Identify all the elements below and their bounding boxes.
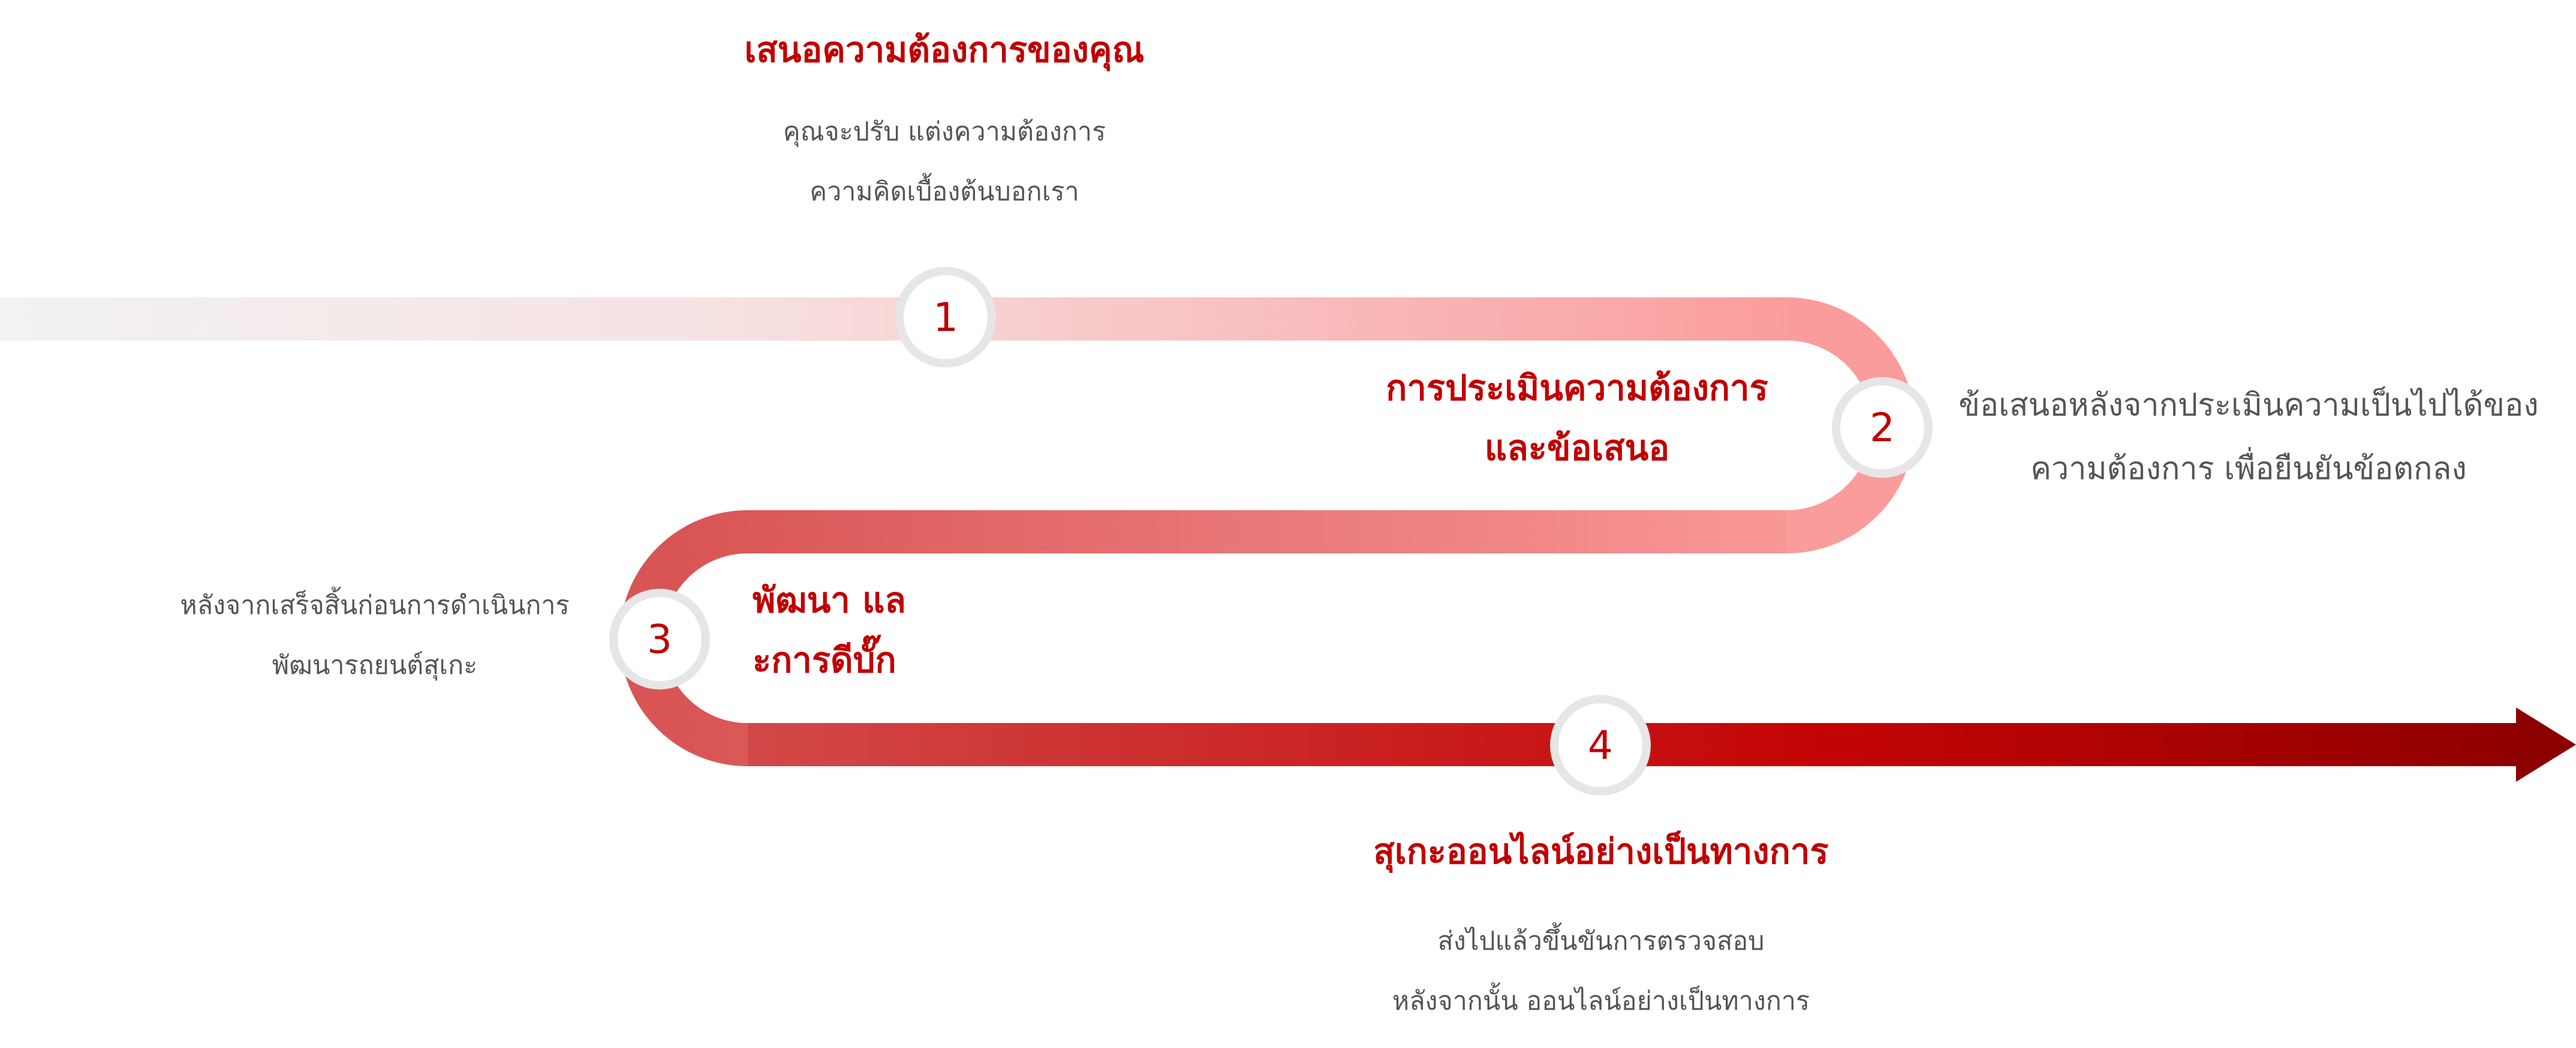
step-3-title: พัฒนา แล ะการดีบั๊ก: [753, 570, 1052, 690]
step-2-description-line-1: ข้อเสนอหลังจากประเมินความเป็นไปได้ของ: [1958, 387, 2539, 423]
step-2-title-line-1: การประเมินความต้องการ: [1386, 368, 1768, 408]
step-node-3: [609, 589, 710, 689]
step-3-title-line-2: ะการดีบั๊ก: [753, 640, 896, 680]
step-4-description: ส่งไปแล้วขึ้นขันการตรวจสอบ หลังจากนั้น อ…: [1313, 911, 1889, 1031]
step-number-3: 3: [647, 616, 672, 662]
step-1-description: คุณจะปรับ แต่งความต้องการ ความคิดเบื้องต…: [705, 102, 1184, 222]
step-4-title-line: สุเกะออนไลน์อย่างเป็นทางการ: [1373, 831, 1829, 872]
arrow-head-icon: [2516, 707, 2576, 782]
step-1-description-line-2: ความคิดเบื้องต้นบอกเรา: [809, 177, 1079, 207]
step-2-description-line-2: ความต้องการ เพื่อยืนยันข้อตกลง: [2030, 451, 2467, 487]
step-3-description-line-2: พัฒนารถยนต์สุเกะ: [272, 651, 478, 680]
step-node-2: [1832, 377, 1933, 478]
step-number-2: 2: [1870, 404, 1895, 451]
step-node-1: [895, 267, 996, 368]
step-node-4: [1550, 695, 1651, 796]
step-number-4: 4: [1588, 722, 1613, 769]
step-3-title-line-1: พัฒนา แล: [753, 580, 906, 621]
step-4-description-line-1: ส่งไปแล้วขึ้นขันการตรวจสอบ: [1437, 926, 1765, 956]
step-1-title-line: เสนอความต้องการของคุณ: [744, 29, 1145, 70]
step-4-title: สุเกะออนไลน์อย่างเป็นทางการ: [1313, 821, 1889, 881]
step-2-description: ข้อเสนอหลังจากประเมินความเป็นไปได้ของ คว…: [1931, 374, 2566, 501]
step-2-title: การประเมินความต้องการ และข้อเสนอ: [1337, 358, 1817, 478]
step-1-description-line-1: คุณจะปรับ แต่งความต้องการ: [783, 117, 1106, 147]
step-1-title: เสนอความต้องการของคุณ: [705, 20, 1184, 80]
step-3-description-line-1: หลังจากเสร็จสิ้นก่อนการดำเนินการ: [180, 591, 570, 621]
step-2-title-line-2: และข้อเสนอ: [1484, 427, 1670, 468]
step-number-1: 1: [933, 294, 958, 341]
step-4-description-line-2: หลังจากนั้น ออนไลน์อย่างเป็นทางการ: [1392, 986, 1810, 1016]
step-3-description: หลังจากเสร็จสิ้นก่อนการดำเนินการ พัฒนารถ…: [150, 576, 600, 695]
